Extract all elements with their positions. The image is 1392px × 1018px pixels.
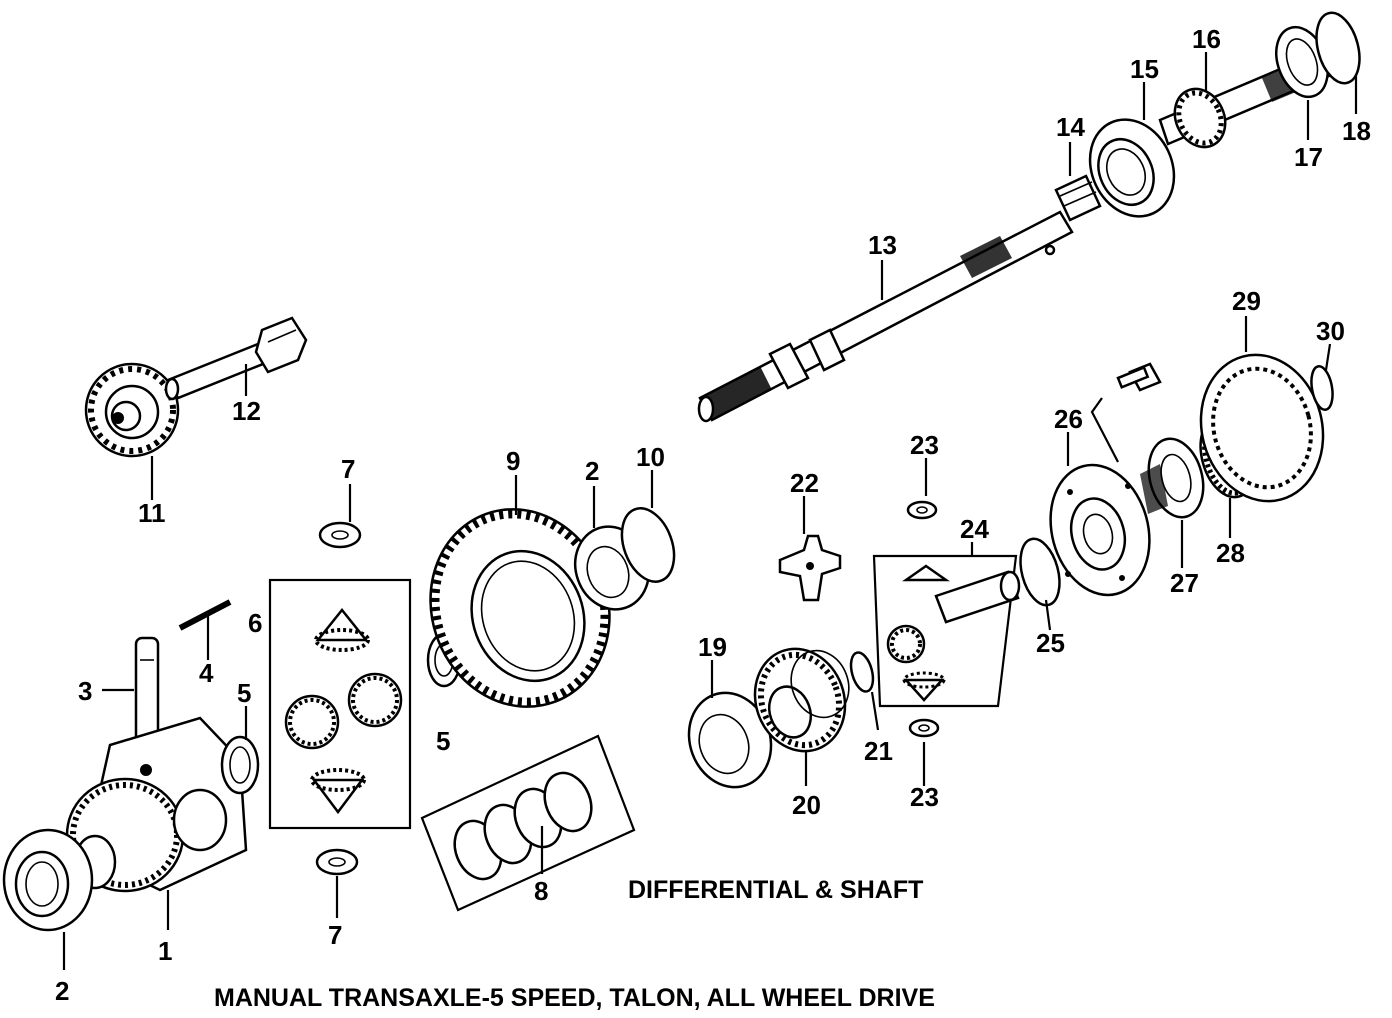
callout-28: 28 <box>1216 538 1245 568</box>
callout-17: 17 <box>1294 142 1323 172</box>
washer-part-23-bottom <box>908 718 940 738</box>
snap-ring-part-10 <box>620 507 676 583</box>
callout-24: 24 <box>960 514 989 544</box>
callout-26: 26 <box>1054 404 1083 434</box>
flange-part-26 <box>1049 463 1151 597</box>
callout-23-bottom: 23 <box>910 782 939 812</box>
callout-18: 18 <box>1342 116 1371 146</box>
callout-22: 22 <box>790 468 819 498</box>
washer-part-7-bottom <box>315 848 359 876</box>
callout-29: 29 <box>1232 286 1261 316</box>
axle-shaft-part-13 <box>697 210 1074 423</box>
callout-30: 30 <box>1316 316 1345 346</box>
callout-25: 25 <box>1036 628 1065 658</box>
callout-10: 10 <box>636 442 665 472</box>
callout-8: 8 <box>534 876 548 906</box>
washer-part-23-top <box>906 500 938 520</box>
callout-1: 1 <box>158 936 172 966</box>
diagram-title: MANUAL TRANSAXLE-5 SPEED, TALON, ALL WHE… <box>214 984 935 1012</box>
callout-6: 6 <box>248 608 262 638</box>
side-gear-set-part-24 <box>872 554 1021 708</box>
gear-part-20 <box>753 647 850 753</box>
callout-7-top: 7 <box>341 454 355 484</box>
callout-16: 16 <box>1192 24 1221 54</box>
callout-2-left: 2 <box>55 976 69 1006</box>
shim-set-part-8 <box>420 734 636 912</box>
shim-part-5-left <box>220 735 260 795</box>
bearing-part-2-left <box>2 828 94 932</box>
callout-14: 14 <box>1056 112 1085 142</box>
bearing-part-15 <box>1088 118 1176 218</box>
callout-13: 13 <box>868 230 897 260</box>
ring-gear-part-9 <box>429 508 611 708</box>
leader-lines <box>62 52 1358 970</box>
callout-12: 12 <box>232 396 261 426</box>
housing-part-29 <box>1116 353 1325 503</box>
callout-7-bottom: 7 <box>328 920 342 950</box>
sleeve-part-14 <box>1054 174 1102 222</box>
callout-4: 4 <box>199 658 214 688</box>
snap-ring-part-21 <box>849 651 875 693</box>
washer-part-7-top <box>318 521 362 549</box>
spider-part-22 <box>778 534 842 602</box>
cross-shaft-part-3 <box>134 636 160 748</box>
callout-5-left: 5 <box>237 678 251 708</box>
callout-labels: 1 2 3 4 5 5 6 7 7 8 9 2 10 11 12 13 14 1… <box>55 24 1371 1006</box>
callout-15: 15 <box>1130 54 1159 84</box>
section-caption: DIFFERENTIAL & SHAFT <box>628 876 923 904</box>
callout-27: 27 <box>1170 568 1199 598</box>
callout-21: 21 <box>864 736 893 766</box>
callout-11: 11 <box>138 498 166 528</box>
callout-19: 19 <box>698 632 727 662</box>
callout-20: 20 <box>792 790 821 820</box>
bearing-part-27 <box>1140 437 1205 519</box>
callout-2-right: 2 <box>585 456 599 486</box>
snap-ring-part-18 <box>1315 11 1361 85</box>
differential-case-part-1 <box>65 716 248 893</box>
callout-23-top: 23 <box>910 430 939 460</box>
callout-5-center: 5 <box>436 726 450 756</box>
callout-3: 3 <box>78 676 92 706</box>
pinion-gear-set-part-6 <box>268 578 412 830</box>
shaft-part-12 <box>164 316 308 401</box>
gear-part-11 <box>84 362 180 458</box>
ring-part-25 <box>1019 537 1061 607</box>
snap-ring-part-30 <box>1310 365 1334 411</box>
callout-9: 9 <box>506 446 520 476</box>
pin-part-4 <box>178 599 232 631</box>
